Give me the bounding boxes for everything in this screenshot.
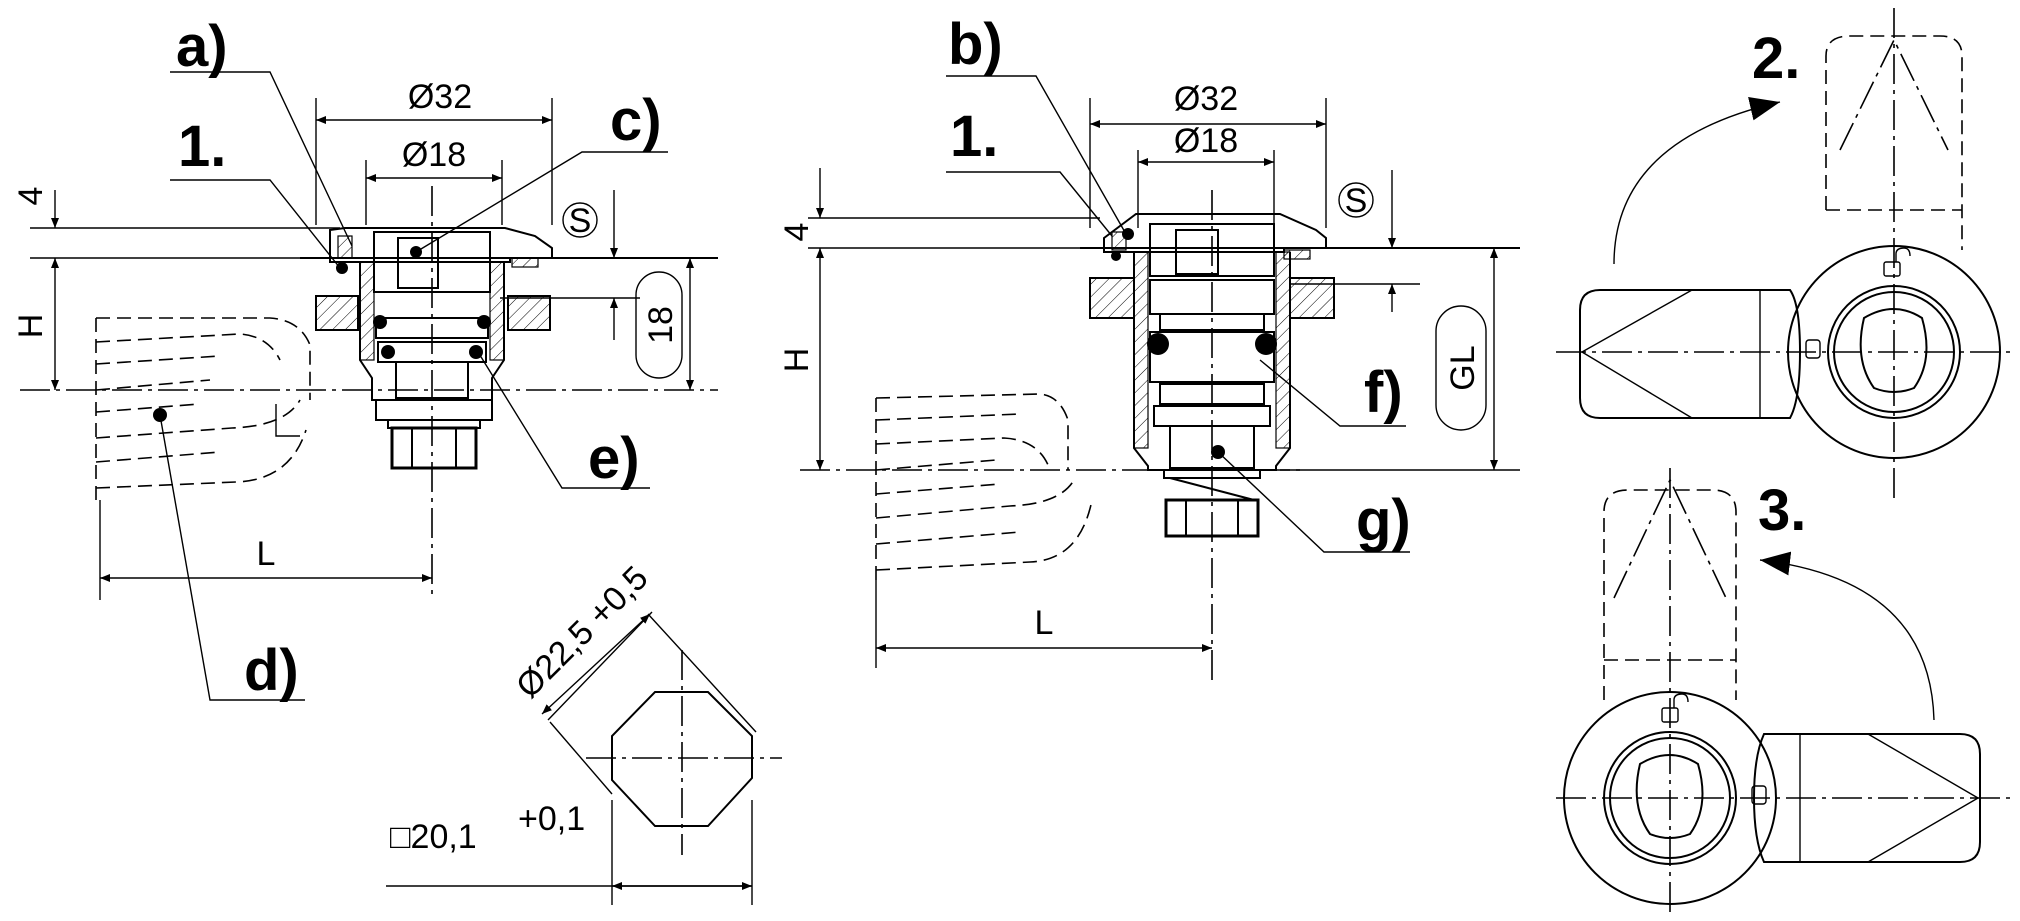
rotation-views: 2. 3. (1556, 8, 2010, 912)
label-b: b) (948, 12, 1003, 77)
view-b: Ø32 Ø18 (778, 12, 1520, 680)
dim-18: 18 (642, 306, 680, 344)
dim-cutout-square: □20,1 (390, 818, 477, 856)
panel-cutout: Ø22,5 +0,5 □20,1 +0,1 (386, 559, 782, 905)
label-e: e) (588, 426, 640, 491)
label-step-3: 3. (1758, 478, 1806, 543)
label-a: a) (176, 14, 228, 79)
dim-l-b: L (1035, 604, 1054, 642)
label-step-1-a: 1. (178, 114, 226, 179)
label-c: c) (610, 88, 662, 153)
dim-diameter-18-a: Ø18 (402, 136, 466, 174)
label-g: g) (1356, 488, 1411, 553)
dim-cutout-square-tolerance: +0,1 (518, 800, 585, 838)
dim-h-b: H (778, 348, 816, 373)
dim-s-a: S (569, 202, 592, 240)
dim-diameter-18-b: Ø18 (1174, 122, 1238, 160)
dim-diameter-32-a: Ø32 (408, 78, 472, 116)
dim-s-b: S (1345, 182, 1368, 220)
dim-gl: GL (1444, 345, 1482, 390)
dim-4-b: 4 (778, 223, 816, 242)
label-step-1-b: 1. (950, 104, 998, 169)
label-d: d) (244, 638, 299, 703)
dim-diameter-32-b: Ø32 (1174, 80, 1238, 118)
dim-h-a: H (12, 314, 50, 339)
label-step-2: 2. (1752, 26, 1800, 91)
dim-l-a: L (257, 535, 276, 573)
dim-4-a: 4 (12, 187, 50, 206)
label-f: f) (1364, 360, 1403, 425)
view-a: Ø32 Ø18 (12, 14, 718, 703)
